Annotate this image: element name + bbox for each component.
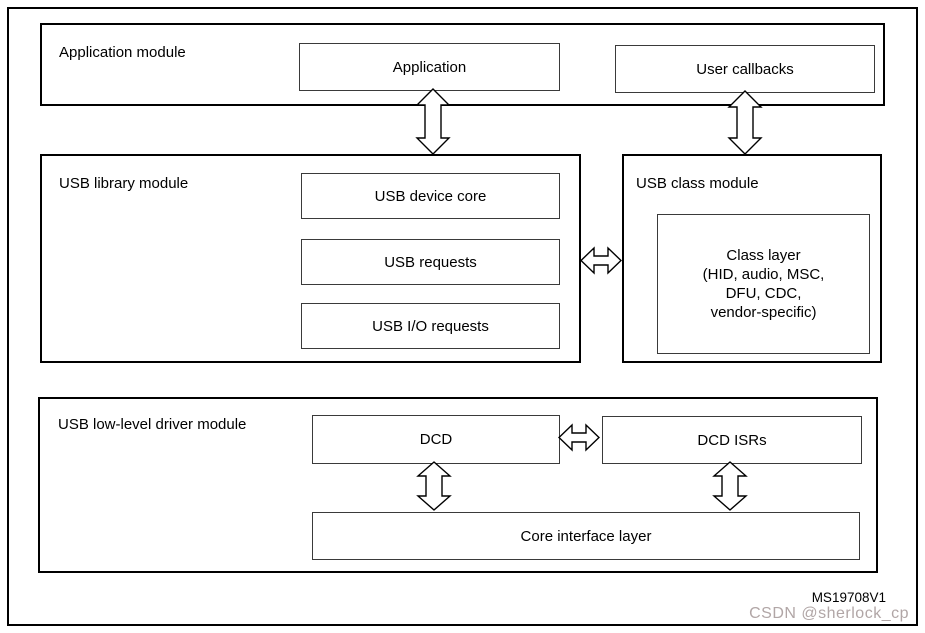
- arrow-dcd-core-interface-icon: [416, 461, 452, 516]
- class-layer-line: vendor-specific): [710, 304, 817, 321]
- user-callbacks-box-label: User callbacks: [696, 60, 794, 78]
- usb-library-module: USB library module USB device core USB r…: [40, 154, 581, 363]
- arrow-application-usb-library-icon: [415, 88, 451, 160]
- usb-io-requests-label: USB I/O requests: [372, 317, 489, 335]
- usb-low-level-driver-module-label: USB low-level driver module: [58, 416, 247, 433]
- usb-requests-box: USB requests: [301, 239, 560, 285]
- arrow-dcd-dcd-isrs-icon: [557, 423, 601, 457]
- dcd-label: DCD: [419, 431, 453, 448]
- arrow-user-callbacks-usb-class-icon: [727, 90, 763, 160]
- usb-library-module-label: USB library module: [59, 175, 189, 192]
- dcd-isrs-label: DCD ISRs: [697, 431, 767, 449]
- usb-class-module-label: USB class module: [636, 175, 759, 192]
- csdn-watermark: CSDN @sherlock_cp: [749, 605, 909, 622]
- class-layer-line: Class layer: [726, 247, 801, 264]
- arrow-usb-library-usb-class-icon: [579, 246, 623, 280]
- dcd-isrs-box: DCD ISRs: [602, 416, 862, 464]
- application-box: Application: [299, 43, 560, 91]
- dcd-box: DCD: [312, 415, 560, 464]
- application-box-label: Application: [392, 58, 467, 76]
- usb-class-module: USB class module Class layer (HID, audio…: [622, 154, 882, 363]
- application-module-label: Application module: [59, 44, 186, 61]
- arrow-dcd-isrs-core-interface-icon: [712, 461, 748, 516]
- class-layer-line: (HID, audio, MSC,: [702, 266, 825, 283]
- class-layer-line: DFU, CDC,: [725, 285, 802, 302]
- usb-device-core-box: USB device core: [301, 173, 560, 219]
- user-callbacks-box: User callbacks: [615, 45, 875, 93]
- core-interface-layer-box: Core interface layer: [312, 512, 860, 560]
- application-module: Application module Application User call…: [40, 23, 885, 106]
- class-layer-box: Class layer (HID, audio, MSC, DFU, CDC, …: [657, 214, 870, 354]
- usb-device-core-label: USB device core: [374, 187, 487, 205]
- usb-io-requests-box: USB I/O requests: [301, 303, 560, 349]
- figure-code: MS19708V1: [811, 590, 886, 605]
- usb-requests-label: USB requests: [384, 253, 477, 271]
- usb-low-level-driver-module: USB low-level driver module DCD DCD ISRs…: [38, 397, 878, 573]
- core-interface-layer-label: Core interface layer: [520, 527, 652, 545]
